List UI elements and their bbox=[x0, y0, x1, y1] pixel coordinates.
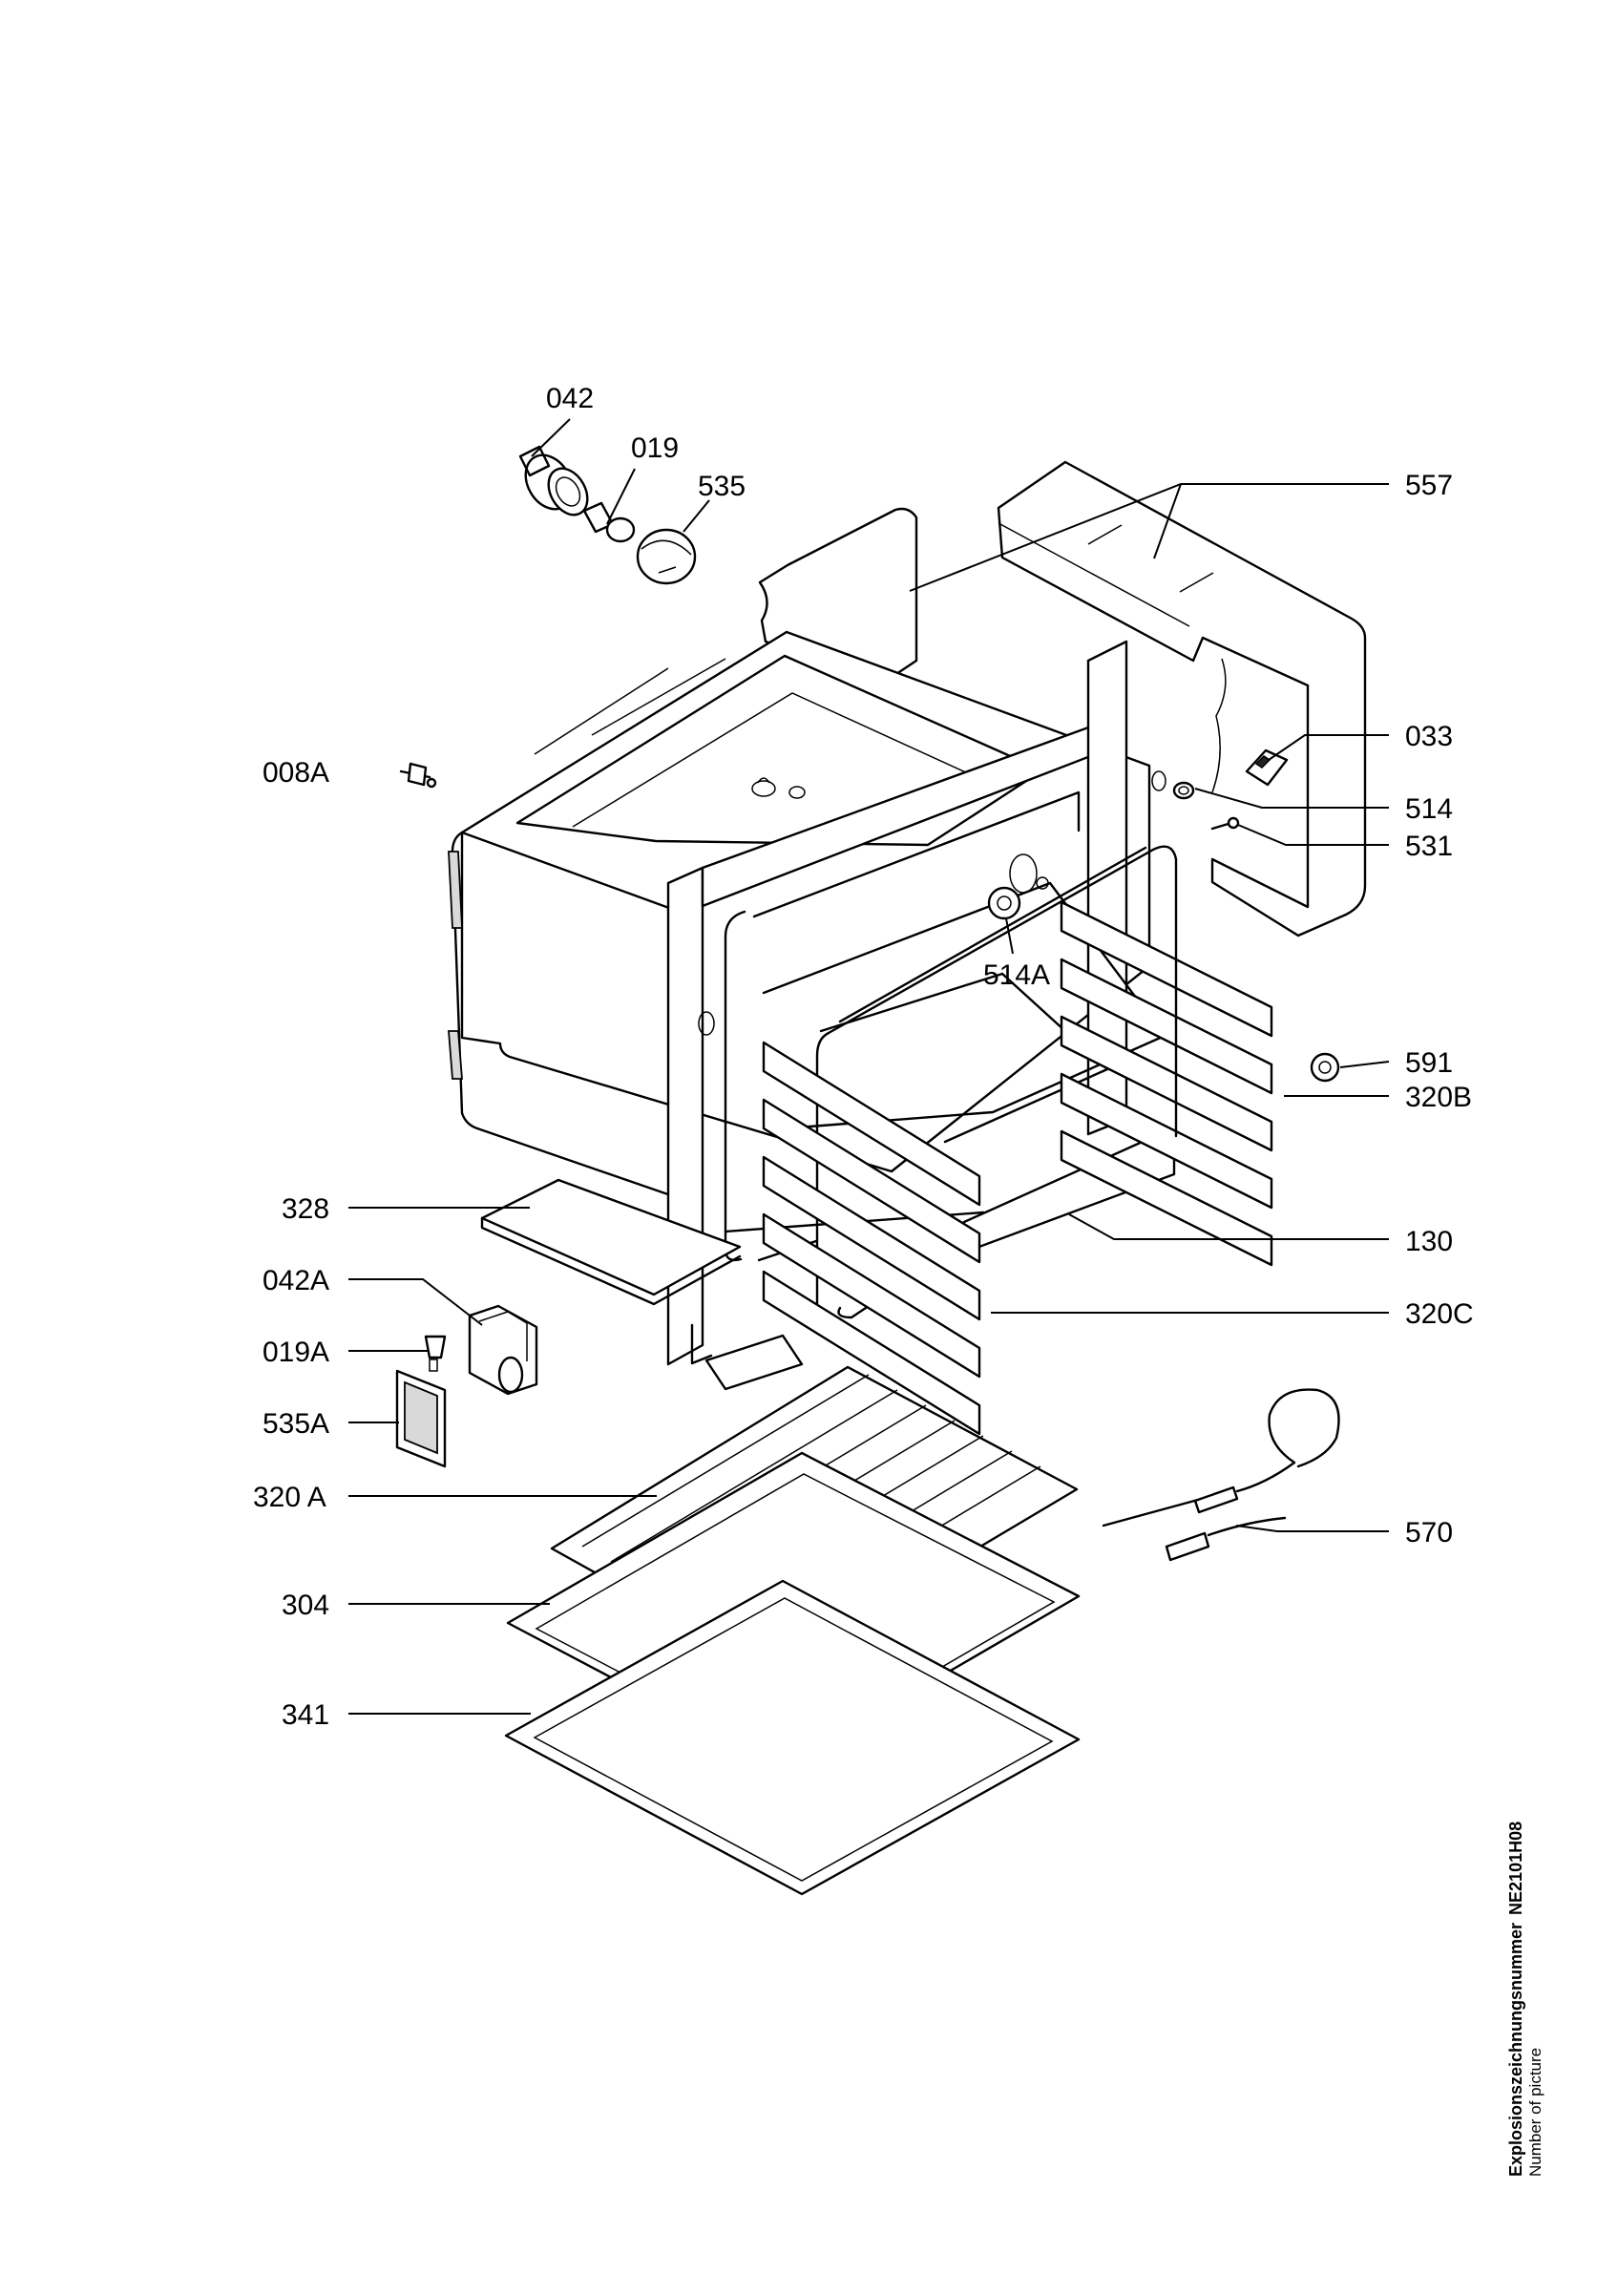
callout-570: 570 bbox=[1405, 1517, 1453, 1548]
callout-591: 591 bbox=[1405, 1047, 1453, 1079]
caption-number: NE2101H08 bbox=[1506, 1821, 1525, 1915]
callout-514a: 514A bbox=[983, 959, 1050, 991]
lamp-holder-part bbox=[518, 445, 589, 516]
picture-number-caption: Explosionszeichnungsnummer NE2101H08 Numb… bbox=[1506, 1822, 1545, 2177]
washer-591-part bbox=[1310, 1052, 1340, 1083]
callout-033: 033 bbox=[1405, 721, 1453, 752]
callout-019: 019 bbox=[631, 432, 679, 464]
lamp-cover-lower-part bbox=[395, 1369, 447, 1468]
callout-008a: 008A bbox=[263, 757, 329, 789]
callout-042a: 042A bbox=[263, 1265, 329, 1296]
oven-housing bbox=[448, 630, 1151, 1203]
callout-514: 514 bbox=[1405, 793, 1453, 825]
callout-320-a: 320 A bbox=[253, 1482, 326, 1513]
callout-labels: 042 019 535 557 008A 033 514 531 514A 59… bbox=[253, 383, 1474, 1731]
screw-531-part bbox=[1210, 816, 1240, 831]
callout-328: 328 bbox=[282, 1193, 329, 1225]
callout-320c: 320C bbox=[1405, 1298, 1474, 1330]
callout-019a: 019A bbox=[263, 1337, 329, 1368]
caption-label-de: Explosionszeichnungsnummer bbox=[1506, 1922, 1525, 2177]
callout-535a: 535A bbox=[263, 1408, 329, 1440]
bottom-tray-part bbox=[480, 1178, 804, 1391]
lamp-bulb-part bbox=[582, 501, 636, 543]
screw-008a-part bbox=[399, 762, 437, 789]
caption-line-de: Explosionszeichnungsnummer NE2101H08 bbox=[1506, 1822, 1526, 2177]
door-gasket-part bbox=[504, 1579, 1081, 1896]
lamp-holder-lower-part bbox=[468, 1304, 538, 1396]
callout-320b: 320B bbox=[1405, 1082, 1472, 1113]
light-fitting-514a-part bbox=[987, 853, 1049, 920]
callout-130: 130 bbox=[1405, 1226, 1453, 1257]
side-runner-right bbox=[1060, 900, 1273, 1267]
callout-042: 042 bbox=[546, 383, 594, 414]
leader-lines bbox=[348, 418, 1390, 1715]
lamp-cover-part bbox=[636, 528, 697, 585]
caption-label-en: Number of picture bbox=[1526, 2047, 1544, 2177]
callout-535: 535 bbox=[698, 471, 746, 502]
side-runner-left bbox=[762, 1041, 981, 1436]
lamp-bulb-lower-part bbox=[424, 1335, 447, 1372]
switch-033-part bbox=[1245, 748, 1289, 787]
callout-557: 557 bbox=[1405, 470, 1453, 501]
knob-514-part bbox=[1172, 781, 1195, 800]
callout-304: 304 bbox=[282, 1590, 329, 1621]
callout-341: 341 bbox=[282, 1699, 329, 1731]
meat-probe-part bbox=[1102, 1388, 1340, 1562]
callout-531: 531 bbox=[1405, 831, 1453, 862]
